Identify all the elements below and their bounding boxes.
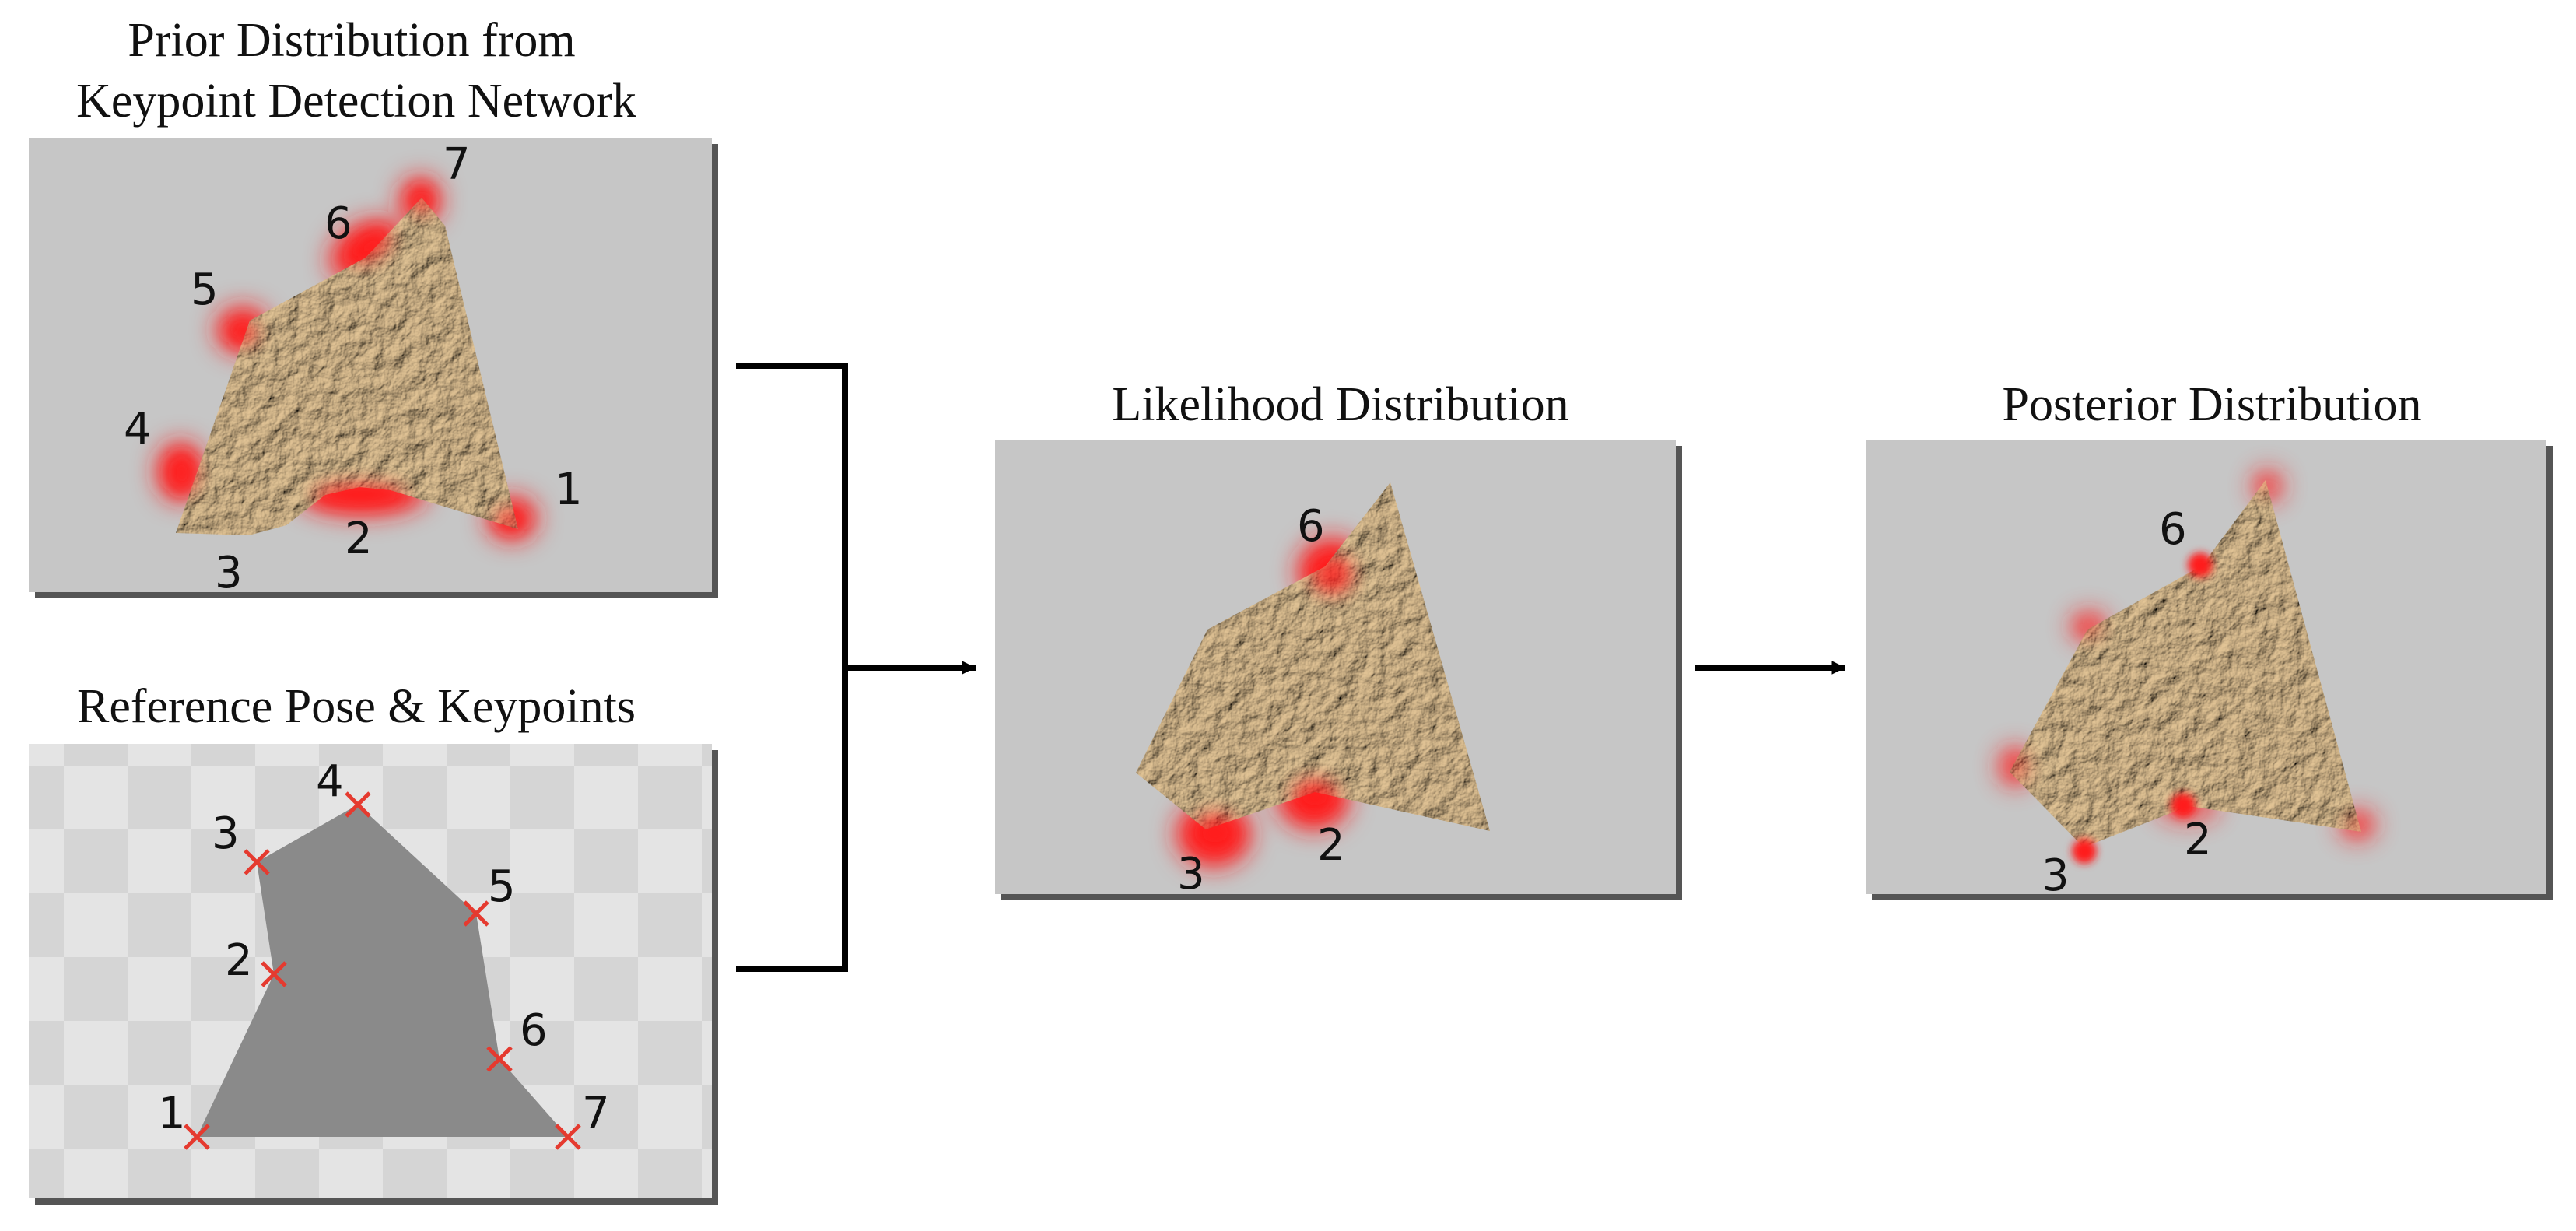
prior-label-3: 3 [215, 548, 243, 598]
reference-label-1: 1 [158, 1089, 186, 1139]
merge-connector [736, 363, 848, 972]
likelihood-label-2: 2 [1317, 820, 1345, 871]
prior-label-2: 2 [345, 514, 373, 564]
reference-markers [184, 791, 581, 1150]
reference-title: Reference Pose & Keypoints [77, 680, 636, 733]
posterior-peak-6 [2188, 552, 2213, 577]
marker-2 [261, 961, 287, 987]
reference-panel: 1 2 3 4 5 6 7 [29, 744, 718, 1205]
reference-label-3: 3 [212, 808, 240, 859]
reference-shape [197, 805, 568, 1137]
reference-labels: 1 2 3 4 5 6 7 [158, 756, 610, 1139]
prior-label-4: 4 [124, 404, 152, 454]
posterior-title: Posterior Distribution [2002, 378, 2421, 431]
prior-label-5: 5 [191, 265, 219, 315]
reference-label-5: 5 [488, 861, 516, 912]
merge-bracket [736, 363, 848, 972]
likelihood-label-6: 6 [1297, 501, 1325, 552]
reference-label-4: 4 [316, 756, 344, 807]
likelihood-panel: 2 3 6 [995, 440, 1682, 900]
likelihood-title: Likelihood Distribution [1112, 378, 1568, 431]
reference-label-7: 7 [582, 1089, 610, 1139]
prior-title-line1: Prior Distribution from [128, 14, 575, 67]
marker-4 [345, 791, 371, 818]
prior-title-line2: Keypoint Detection Network [76, 75, 636, 128]
posterior-peak-2 [2171, 793, 2196, 818]
posterior-edge-tint [2006, 476, 2368, 834]
likelihood-heat-core [1193, 556, 1352, 851]
likelihood-label-3: 3 [1177, 849, 1205, 900]
posterior-panel: 2 3 6 [1866, 440, 2553, 901]
posterior-peaks [2072, 552, 2213, 864]
prior-panel: 1 2 3 4 5 6 7 [29, 138, 718, 598]
reference-label-2: 2 [225, 935, 253, 986]
marker-3 [244, 849, 270, 875]
prior-label-7: 7 [443, 139, 471, 190]
likelihood-labels: 2 3 6 [1177, 501, 1345, 900]
marker-5 [463, 900, 489, 927]
prior-label-1: 1 [555, 465, 583, 515]
prior-labels: 1 2 3 4 5 6 7 [124, 139, 583, 598]
reference-label-6: 6 [520, 1005, 548, 1056]
posterior-label-6: 6 [2159, 504, 2187, 555]
posterior-labels: 2 3 6 [2042, 504, 2212, 901]
posterior-peak-3 [2072, 839, 2097, 864]
marker-6 [486, 1046, 513, 1072]
prior-label-6: 6 [324, 198, 352, 249]
marker-7 [555, 1124, 581, 1150]
marker-1 [184, 1124, 210, 1150]
posterior-label-3: 3 [2042, 850, 2070, 901]
prior-heat-core [168, 185, 524, 531]
posterior-label-2: 2 [2184, 815, 2212, 865]
